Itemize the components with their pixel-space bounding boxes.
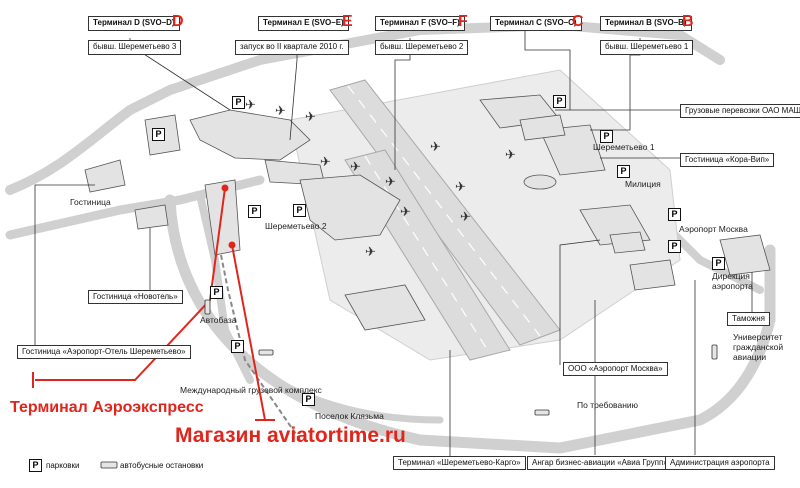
aeroexpress-point bbox=[221, 184, 229, 192]
leader-hotel-airport bbox=[34, 184, 95, 350]
aeroexpress-building bbox=[204, 179, 241, 256]
leader-c bbox=[524, 30, 571, 110]
parking-icon: P bbox=[617, 165, 630, 178]
outer-ring-road bbox=[164, 194, 776, 454]
parking-icon: P bbox=[232, 96, 245, 109]
terminal-b-note: бывш. Шереметьево 1 bbox=[600, 40, 694, 55]
label-admin: Администрация аэропорта bbox=[665, 456, 775, 471]
aircraft-icon: ✈ bbox=[455, 179, 466, 194]
label-directorate: Дирекция аэропорта bbox=[712, 271, 753, 291]
leader-ooo bbox=[559, 239, 601, 365]
terminal-e-letter: E bbox=[342, 13, 353, 30]
aircraft-icon: ✈ bbox=[350, 159, 361, 174]
bus-stop-4 bbox=[204, 299, 211, 315]
label-hotel-novotel: Гостиница «Новотель» bbox=[88, 290, 183, 305]
hotel-building bbox=[84, 159, 126, 193]
aircraft-icon: ✈ bbox=[505, 147, 516, 162]
aircraft-icon: ✈ bbox=[460, 209, 471, 224]
ooo-building bbox=[609, 231, 646, 254]
parking-icon: P bbox=[600, 130, 613, 143]
aircraft-icon: ✈ bbox=[320, 154, 331, 169]
aircraft-icon: ✈ bbox=[245, 97, 256, 112]
terminal-d-note: бывш. Шереметьево 3 bbox=[88, 40, 182, 55]
legend-parking-icon: P bbox=[29, 459, 42, 472]
terminal-e-box: Терминал E (SVO–E) bbox=[258, 16, 349, 31]
cargo-road bbox=[236, 356, 444, 424]
parking-icon: P bbox=[553, 95, 566, 108]
parking-icon: P bbox=[293, 204, 306, 217]
label-airport-moscow: Аэропорт Москва bbox=[679, 224, 748, 234]
label-university: Университет гражданской авиации bbox=[733, 332, 784, 362]
legend-bus-icon bbox=[100, 461, 118, 469]
label-ooo-moscow: ООО «Аэропорт Москва» bbox=[563, 362, 668, 377]
aeroexpress-annotation: Терминал Аэроэкспресс bbox=[10, 399, 204, 416]
label-poselok: Поселок Клязьма bbox=[315, 411, 384, 421]
parking-icon: P bbox=[302, 393, 315, 406]
cargo-complex-building bbox=[344, 284, 426, 331]
terminal-b-letter: B bbox=[682, 13, 694, 30]
aircraft-icon: ✈ bbox=[305, 109, 316, 124]
aircraft-icon: ✈ bbox=[365, 244, 376, 259]
label-hotel-kora: Гостиница «Кора-Вип» bbox=[680, 153, 775, 168]
label-terminal-cargo: Терминал «Шереметьево-Карго» bbox=[393, 456, 526, 471]
label-customs: Таможня bbox=[727, 312, 770, 327]
university-building bbox=[719, 234, 771, 276]
parking-icon: P bbox=[231, 340, 244, 353]
parking-icon: P bbox=[668, 208, 681, 221]
terminal-d-letter: D bbox=[172, 13, 184, 30]
aircraft-icon: ✈ bbox=[430, 139, 441, 154]
parking-icon: P bbox=[712, 257, 725, 270]
label-hotel: Гостиница bbox=[70, 197, 111, 207]
bus-stop-3 bbox=[534, 409, 550, 416]
terminal-b-box: Терминал B (SVO–B) bbox=[600, 16, 692, 31]
terminal-f-letter: F bbox=[458, 13, 468, 30]
label-sheremetyevo2: Шереметьево 2 bbox=[265, 221, 327, 231]
label-on-demand: По требованию bbox=[577, 400, 639, 410]
legend-bus-label: автобусные остановки bbox=[120, 461, 204, 470]
terminal-b-building bbox=[539, 124, 606, 176]
parking-icon: P bbox=[152, 128, 165, 141]
aeroexpress-pointer bbox=[35, 187, 226, 381]
parking-icon: P bbox=[210, 286, 223, 299]
directorate-building bbox=[629, 259, 676, 291]
terminal-c-letter: C bbox=[572, 13, 584, 30]
label-hotel-airport: Гостиница «Аэропорт-Отель Шереметьево» bbox=[17, 345, 191, 360]
runway-south-centerline bbox=[364, 155, 491, 355]
legend-parking-label: парковки bbox=[46, 461, 80, 470]
shop-pointer bbox=[231, 244, 266, 421]
railway bbox=[209, 199, 301, 441]
novotel-building bbox=[134, 204, 169, 230]
terminal-f-box: Терминал F (SVO–F) bbox=[375, 16, 465, 31]
label-hangar: Ангар бизнес-авиации «Авиа Групп» bbox=[527, 456, 673, 471]
label-cargo-complex: Международный грузовой комплекс bbox=[180, 385, 322, 395]
terminal-d-building bbox=[189, 109, 311, 161]
bus-stop-1 bbox=[258, 349, 274, 356]
terminal-f-building bbox=[299, 174, 401, 241]
aircraft-icon: ✈ bbox=[400, 204, 411, 219]
label-cargo-mash: Грузовые перевозки ОАО МАШ bbox=[680, 104, 800, 119]
label-sheremetyevo1: Шереметьево 1 bbox=[593, 142, 655, 152]
parking-icon: P bbox=[668, 240, 681, 253]
bus-stop-2 bbox=[711, 344, 718, 360]
aircraft-icon: ✈ bbox=[275, 103, 286, 118]
label-autobase: Автобаза bbox=[200, 315, 237, 325]
sheremetyevo1-rotunda bbox=[523, 174, 557, 190]
terminal-e-note: запуск во II квартале 2010 г. bbox=[235, 40, 349, 55]
cargo-mash-building bbox=[519, 114, 566, 141]
shop-point bbox=[228, 241, 236, 249]
terminal-c-box: Терминал C (SVO–C) bbox=[490, 16, 582, 31]
parking-icon: P bbox=[248, 205, 261, 218]
terminal-f-note: бывш. Шереметьево 2 bbox=[375, 40, 469, 55]
label-militsiya: Милиция bbox=[625, 179, 661, 189]
shop-annotation: Магазин aviatortime.ru bbox=[175, 424, 406, 447]
terminal-d-box: Терминал D (SVO–D) bbox=[88, 16, 180, 31]
aircraft-icon: ✈ bbox=[385, 174, 396, 189]
